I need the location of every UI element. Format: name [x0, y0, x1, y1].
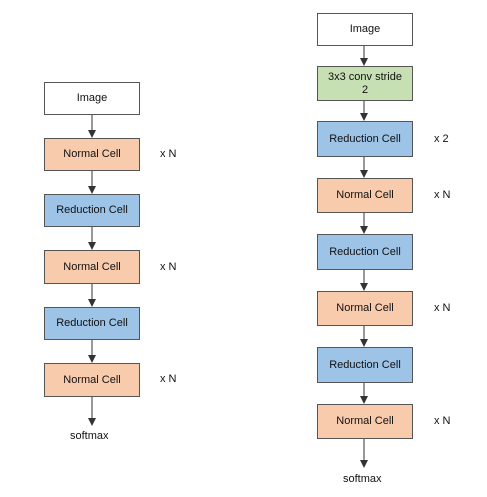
cell-label: Normal Cell	[336, 189, 394, 201]
cell-label: Reduction Cell	[329, 245, 401, 258]
cell-label: Reduction Cell	[329, 132, 401, 145]
right-reduction-cell-2: Reduction Cell	[317, 234, 413, 270]
left-multiplier-3: x N	[160, 373, 177, 385]
left-reduction-cell-2: Reduction Cell	[44, 307, 140, 340]
left-reduction-cell-1: Reduction Cell	[44, 194, 140, 227]
cell-label: Normal Cell	[63, 260, 121, 273]
right-image-label: Image	[349, 23, 381, 35]
right-multiplier-1: x 2	[434, 133, 449, 145]
right-reduction-cell-1: Reduction Cell	[317, 121, 413, 157]
cell-label: Reduction Cell	[329, 358, 401, 371]
cell-label: Reduction Cell	[56, 204, 128, 216]
left-multiplier-2: x N	[160, 261, 177, 273]
cell-label: Reduction Cell	[56, 317, 128, 329]
left-image-label: Image	[76, 92, 108, 104]
right-normal-cell-2: Normal Cell	[317, 291, 413, 326]
left-softmax-label: softmax	[70, 430, 109, 442]
right-normal-cell-1: Normal Cell	[317, 178, 413, 213]
right-image-box: Image	[317, 13, 413, 46]
right-reduction-cell-3: Reduction Cell	[317, 347, 413, 383]
conv-label: 3x3 conv stride 2	[328, 70, 402, 96]
right-conv-box: 3x3 conv stride 2	[317, 66, 413, 101]
left-normal-cell-2: Normal Cell	[44, 250, 140, 284]
cell-label: Normal Cell	[336, 415, 394, 427]
right-multiplier-2: x N	[434, 189, 451, 201]
right-multiplier-3: x N	[434, 302, 451, 314]
left-multiplier-1: x N	[160, 148, 177, 160]
right-normal-cell-3: Normal Cell	[317, 404, 413, 439]
cell-label: Normal Cell	[336, 302, 394, 314]
left-normal-cell-1: Normal Cell	[44, 138, 140, 171]
cell-label: Normal Cell	[63, 148, 121, 160]
right-multiplier-4: x N	[434, 415, 451, 427]
right-softmax-label: softmax	[343, 473, 382, 485]
cell-label: Normal Cell	[63, 373, 121, 386]
left-normal-cell-3: Normal Cell	[44, 363, 140, 397]
left-image-box: Image	[44, 82, 140, 115]
